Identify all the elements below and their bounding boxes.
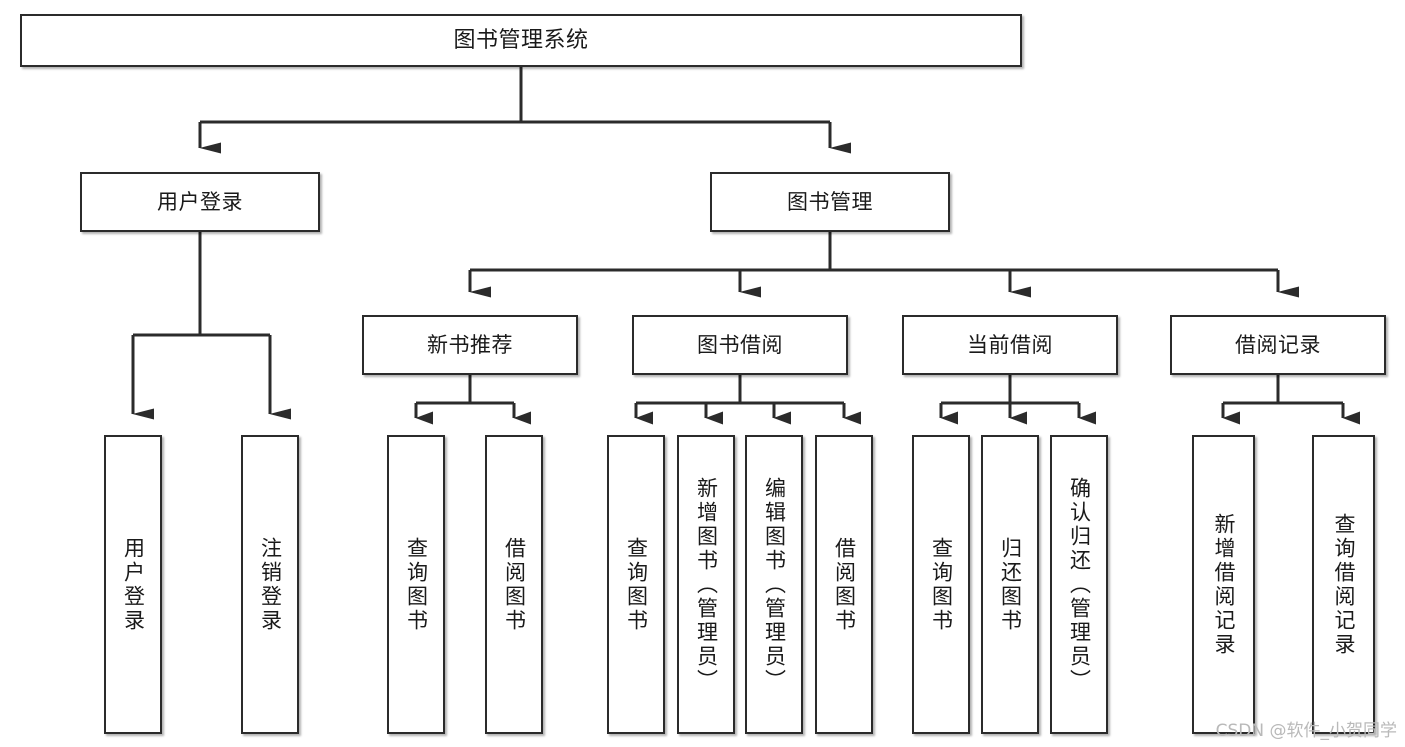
leaf-user-login-signout[interactable]: 注销登录 xyxy=(241,435,299,734)
leaf-new-book-borrow[interactable]: 借阅图书 xyxy=(485,435,543,734)
watermark: CSDN @软件_小贺同学 xyxy=(1215,721,1397,741)
node-label: 查询图书 xyxy=(404,536,429,633)
node-label: 用户登录 xyxy=(121,536,146,633)
node-label: 图书借阅 xyxy=(697,332,783,357)
leaf-borrow-query-book[interactable]: 查询图书 xyxy=(607,435,665,734)
leaf-borrow-add-book-admin[interactable]: 新增图书（管理员） xyxy=(677,435,735,734)
node-label: 借阅图书 xyxy=(502,536,527,633)
node-new-book-recommendation[interactable]: 新书推荐 xyxy=(362,315,578,375)
node-label: 当前借阅 xyxy=(967,332,1053,357)
leaf-user-login-signin[interactable]: 用户登录 xyxy=(104,435,162,734)
node-label: 新增借阅记录 xyxy=(1212,512,1236,657)
leaf-new-book-query[interactable]: 查询图书 xyxy=(387,435,445,734)
node-borrowing-record[interactable]: 借阅记录 xyxy=(1170,315,1386,375)
leaf-borrow-borrow-book[interactable]: 借阅图书 xyxy=(815,435,873,734)
node-label: 借阅记录 xyxy=(1235,332,1321,357)
node-label: 新增图书（管理员） xyxy=(694,476,719,693)
node-label: 用户登录 xyxy=(157,189,243,214)
node-label: 查询借阅记录 xyxy=(1332,512,1356,657)
node-label: 编辑图书（管理员） xyxy=(762,476,787,693)
leaf-current-query-book[interactable]: 查询图书 xyxy=(912,435,970,734)
node-label: 图书管理 xyxy=(787,189,873,214)
leaf-current-confirm-return-admin[interactable]: 确认归还（管理员） xyxy=(1050,435,1108,734)
leaf-current-return-book[interactable]: 归还图书 xyxy=(981,435,1039,734)
node-book-borrowing[interactable]: 图书借阅 xyxy=(632,315,848,375)
node-label: 借阅图书 xyxy=(832,536,857,633)
leaf-record-query-record[interactable]: 查询借阅记录 xyxy=(1312,435,1375,734)
node-label: 查询图书 xyxy=(624,536,649,633)
node-label: 查询图书 xyxy=(929,536,954,633)
node-user-login[interactable]: 用户登录 xyxy=(80,172,320,232)
node-label: 图书管理系统 xyxy=(453,27,589,53)
leaf-borrow-edit-book-admin[interactable]: 编辑图书（管理员） xyxy=(745,435,803,734)
node-root-library-system[interactable]: 图书管理系统 xyxy=(20,14,1022,67)
node-label: 注销登录 xyxy=(258,536,283,633)
node-label: 新书推荐 xyxy=(427,332,513,357)
node-current-borrowing[interactable]: 当前借阅 xyxy=(902,315,1118,375)
node-book-management[interactable]: 图书管理 xyxy=(710,172,950,232)
leaf-record-add-record[interactable]: 新增借阅记录 xyxy=(1192,435,1255,734)
node-label: 归还图书 xyxy=(998,536,1023,633)
node-label: 确认归还（管理员） xyxy=(1067,476,1092,693)
